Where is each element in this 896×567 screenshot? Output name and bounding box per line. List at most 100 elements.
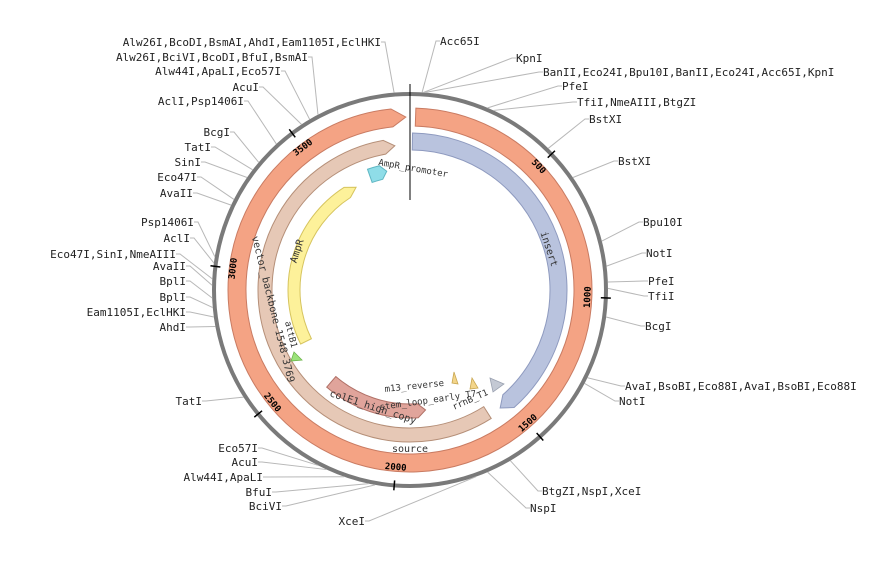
restriction-site-label[interactable]: AhdI — [160, 321, 187, 334]
site-leader-line — [230, 131, 260, 163]
vector-backbone-feature[interactable] — [257, 139, 492, 443]
restriction-site-label[interactable]: Acc65I — [440, 35, 480, 48]
restriction-site-label[interactable]: BcgI — [204, 126, 231, 139]
site-leader-line — [258, 461, 327, 471]
site-leader-line — [584, 382, 619, 402]
restriction-site-label[interactable]: SinI — [175, 156, 202, 169]
site-leader-line — [487, 471, 530, 509]
restriction-site-label[interactable]: Alw26I,BcoDI,BsmAI,AhdI,Eam1105I,EclHKI — [123, 36, 381, 49]
site-leader-line — [607, 280, 648, 283]
restriction-site-label[interactable]: Eco47I,SinI,NmeAIII — [50, 248, 176, 261]
site-leader-line — [421, 40, 440, 93]
attb1-feature[interactable] — [290, 351, 303, 362]
restriction-site-label[interactable]: NotI — [619, 395, 646, 408]
restriction-site-label[interactable]: BfuI — [246, 486, 273, 499]
restriction-site-label[interactable]: NspI — [530, 502, 557, 515]
site-leader-line — [606, 252, 646, 267]
restriction-site-label[interactable]: BstXI — [589, 113, 622, 126]
rrnb-feature[interactable] — [489, 377, 505, 393]
restriction-site-labels: Acc65I KpnIBanII,Eco24I,Bpu10I,BanII,Eco2… — [50, 35, 857, 528]
restriction-site-label[interactable]: BanII,Eco24I,Bpu10I,BanII,Eco24I,Acc65I,… — [543, 66, 834, 79]
site-leader-line — [601, 221, 643, 242]
source-label: source — [392, 444, 428, 455]
restriction-site-label[interactable]: BplI — [160, 275, 187, 288]
site-leader-line — [423, 57, 516, 93]
site-leader-line — [493, 101, 577, 111]
restriction-site-label[interactable]: Eco57I — [218, 442, 258, 455]
site-leader-line — [282, 484, 376, 507]
restriction-site-label[interactable]: AvaII — [160, 187, 193, 200]
site-leader-line — [547, 118, 589, 149]
tick-mark — [210, 265, 221, 268]
restriction-site-label[interactable]: Alw44I,ApaLI,Eco57I — [155, 65, 281, 78]
ampr-feature[interactable] — [287, 186, 357, 345]
cole1-feature[interactable] — [325, 375, 427, 419]
restriction-site-label[interactable]: NotI — [646, 247, 673, 260]
restriction-site-label[interactable]: Alw26I,BciVI,BcoDI,BfuI,BsmAI — [116, 51, 308, 64]
site-leader-line — [510, 460, 542, 492]
restriction-site-label[interactable]: TfiI — [648, 290, 675, 303]
site-leader-line — [272, 483, 369, 493]
tick-mark — [547, 150, 556, 159]
tick-mark — [253, 410, 263, 418]
site-leader-line — [194, 221, 216, 257]
site-leader-line — [186, 296, 213, 308]
stem-loop-feature[interactable] — [469, 376, 479, 390]
source-feature[interactable] — [227, 107, 593, 473]
site-leader-line — [381, 41, 395, 93]
restriction-site-label[interactable]: BciVI — [249, 500, 282, 513]
restriction-site-label[interactable]: TfiI,NmeAIII,BtgZI — [577, 96, 696, 109]
restriction-site-label[interactable]: BcgI — [645, 320, 672, 333]
restriction-site-label[interactable]: AvaI,BsoBI,Eco88I,AvaI,BsoBI,Eco88I — [625, 380, 857, 393]
site-leader-line — [607, 287, 648, 297]
site-leader-line — [258, 447, 319, 466]
restriction-site-label[interactable]: TatI — [176, 395, 203, 408]
restriction-site-label[interactable]: KpnI — [516, 52, 543, 65]
site-leader-line — [606, 316, 645, 327]
restriction-site-label[interactable]: AvaII — [153, 260, 186, 273]
restriction-site-label[interactable]: XceI — [339, 515, 366, 528]
ampr-promoter-label: AmpR_promoter — [377, 158, 449, 180]
m13-reverse-feature[interactable] — [451, 371, 459, 385]
site-leader-line — [202, 396, 244, 402]
site-leader-line — [186, 325, 216, 328]
restriction-site-label[interactable]: Psp1406I — [141, 216, 194, 229]
restriction-site-label[interactable]: BstXI — [618, 155, 651, 168]
site-leader-line — [244, 100, 277, 145]
site-leader-line — [193, 192, 232, 206]
insert-feature[interactable] — [411, 132, 568, 409]
site-leader-line — [211, 146, 253, 171]
site-leader-line — [365, 476, 476, 522]
tick-mark — [536, 432, 544, 441]
tick-mark — [288, 128, 296, 138]
restriction-site-label[interactable]: AcuI — [233, 81, 260, 94]
ampr-promoter-feature[interactable] — [366, 165, 388, 184]
tick-mark — [393, 480, 396, 491]
site-leader-line — [201, 161, 248, 178]
site-leader-line — [176, 253, 213, 280]
site-leader-line — [281, 70, 311, 120]
site-leader-line — [572, 160, 618, 178]
tick-label: 2000 — [384, 462, 406, 474]
site-leader-line — [587, 377, 625, 387]
site-leader-line — [197, 176, 235, 200]
restriction-site-label[interactable]: BtgZI,NspI,XceI — [542, 485, 641, 498]
restriction-site-label[interactable]: AclI,Psp1406I — [158, 95, 244, 108]
restriction-site-label[interactable]: PfeI — [562, 80, 589, 93]
restriction-site-label[interactable]: BplI — [160, 291, 187, 304]
restriction-site-label[interactable]: AclI — [164, 232, 191, 245]
restriction-site-label[interactable]: Eam1105I,EclHKI — [87, 306, 186, 319]
site-leader-line — [308, 56, 319, 115]
restriction-site-label[interactable]: Eco47I — [157, 171, 197, 184]
restriction-site-label[interactable]: AcuI — [232, 456, 259, 469]
site-leader-line — [186, 265, 213, 286]
restriction-site-label[interactable]: Alw44I,ApaLI — [184, 471, 263, 484]
tick-label: 3000 — [228, 257, 241, 280]
tick-label: 1000 — [583, 286, 594, 308]
site-leader-line — [424, 71, 543, 94]
restriction-site-label[interactable]: Bpu10I — [643, 216, 683, 229]
site-leader-line — [259, 86, 302, 125]
restriction-site-label[interactable]: TatI — [185, 141, 212, 154]
restriction-site-label[interactable]: PfeI — [648, 275, 675, 288]
